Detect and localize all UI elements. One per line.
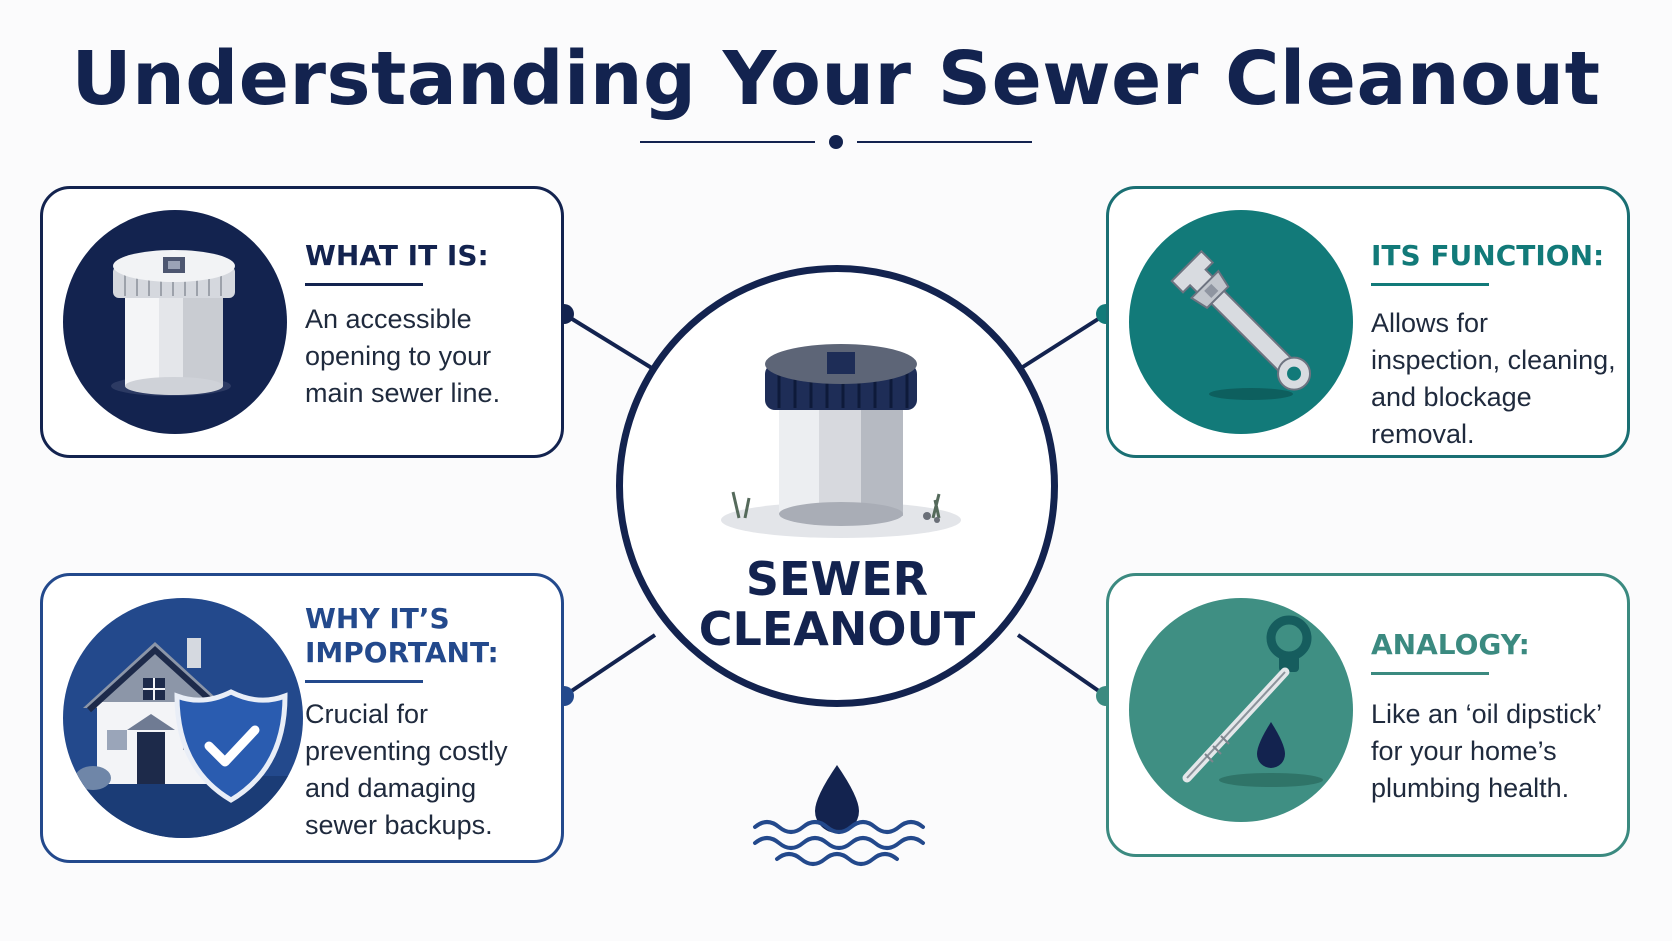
card-why-important: WHY IT’S IMPORTANT: Crucial for preventi… (40, 573, 564, 863)
water-drop-waves-icon (753, 765, 925, 866)
center-hub: SEWER CLEANOUT (616, 265, 1058, 707)
analogy-heading-rule (1371, 672, 1489, 675)
function-heading-rule (1371, 283, 1489, 286)
function-body: Allows for inspection, cleaning, and blo… (1371, 308, 1616, 449)
analogy-body: Like an ‘oil dipstick’ for your home’s p… (1371, 699, 1602, 803)
why-body: Crucial for preventing costly and damagi… (305, 699, 508, 840)
title-divider (640, 135, 1032, 149)
what-heading: WHAT IT IS: (305, 239, 489, 272)
center-title-line2: CLEANOUT (698, 602, 976, 656)
what-heading-rule (305, 283, 423, 286)
center-title-line1: SEWER (745, 552, 929, 606)
wrench-icon (1129, 210, 1353, 434)
what-body: An accessible opening to your main sewer… (305, 304, 501, 408)
card-what-it-is: WHAT IT IS: An accessible opening to you… (40, 186, 564, 458)
center-title: SEWER CLEANOUT (623, 554, 1051, 654)
cleanout-cap-icon (63, 210, 287, 434)
why-heading: WHY IT’S IMPORTANT: (305, 602, 499, 669)
house-shield-icon (63, 598, 303, 838)
function-heading: ITS FUNCTION: (1371, 239, 1605, 272)
analogy-heading: ANALOGY: (1371, 628, 1530, 661)
card-analogy: ANALOGY: Like an ‘oil dipstick’ for your… (1106, 573, 1630, 857)
dipstick-icon (1129, 598, 1353, 822)
card-its-function: ITS FUNCTION: Allows for inspection, cle… (1106, 186, 1630, 458)
why-heading-rule (305, 680, 423, 683)
cleanout-pipe-icon (721, 344, 961, 538)
page-title: Understanding Your Sewer Cleanout (71, 36, 1601, 122)
